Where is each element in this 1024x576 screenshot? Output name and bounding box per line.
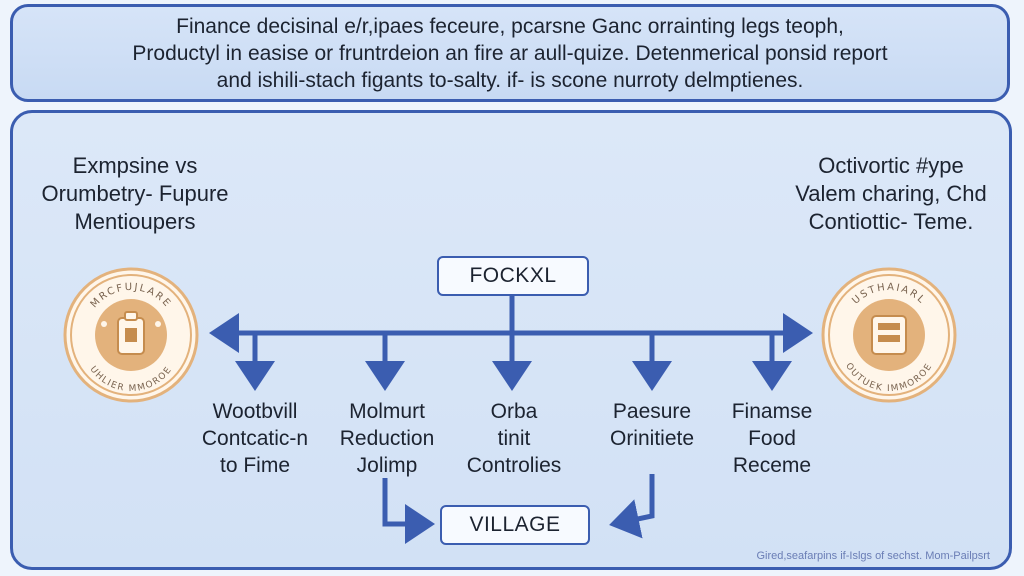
header-banner: Finance decisinal e/r,ipaes feceure, pca… (10, 4, 1010, 102)
branch-item: Molmurt Reduction Jolimp (312, 398, 462, 479)
header-line: Productyl in easise or fruntrdeion an fi… (132, 41, 888, 65)
branch-line: Receme (732, 454, 812, 477)
branch-line: Orba (490, 400, 538, 423)
left-heading-line: Orumbetry- Fupure (41, 181, 229, 206)
center-bottom-label: VILLAGE (469, 513, 561, 536)
branch-line: Food (748, 427, 796, 450)
right-heading-line: Contiottic- Teme. (808, 209, 974, 234)
right-heading-line: Valem charing, Chd (795, 181, 987, 206)
branch-line: to Fime (219, 454, 290, 477)
center-bottom-box: VILLAGE (440, 505, 590, 545)
branch-line: tinit (497, 427, 531, 450)
branch-line: Reduction (339, 427, 435, 450)
left-heading-line: Mentioupers (74, 209, 196, 234)
branch-line: Finamse (731, 400, 813, 423)
merge-arrow-left (382, 478, 435, 544)
center-top-label: FOCKXL (469, 264, 557, 287)
branch-item: Orba tinit Controlies (439, 398, 589, 479)
branch-item: Paesure Orinitiete (577, 398, 727, 452)
footnote: Gired,seafarpins if-Islgs of sechst. Mom… (756, 550, 990, 562)
merge-arrow-right (609, 474, 655, 539)
header-line: and ishili-stach figants to-salty. if- i… (216, 68, 804, 92)
branch-line: Contcatic-n (201, 427, 309, 450)
branch-line: Wootbvill (212, 400, 298, 423)
center-top-box: FOCKXL (437, 256, 589, 296)
branch-line: Jolimp (356, 454, 418, 477)
header-line: Finance decisinal e/r,ipaes feceure, pca… (176, 14, 844, 38)
branch-line: Molmurt (349, 400, 425, 423)
branch-line: Controlies (466, 454, 562, 477)
branch-item: Wootbvill Contcatic-n to Fime (180, 398, 330, 479)
left-seal-icon: MRCFUJLARE UHLIER MMOROE (63, 267, 199, 403)
left-heading: Exmpsine vs Orumbetry- Fupure Mentiouper… (20, 152, 250, 236)
right-seal-icon: USTHAIARL OUTUEK IMMOROE (821, 267, 957, 403)
branch-item: Finamse Food Receme (697, 398, 847, 479)
right-heading-line: Octivortic #ype (818, 153, 964, 178)
right-heading: Octivortic #ype Valem charing, Chd Conti… (776, 152, 1006, 236)
left-heading-line: Exmpsine vs (72, 153, 198, 178)
branch-line: Orinitiete (609, 427, 695, 450)
branch-line: Paesure (612, 400, 692, 423)
